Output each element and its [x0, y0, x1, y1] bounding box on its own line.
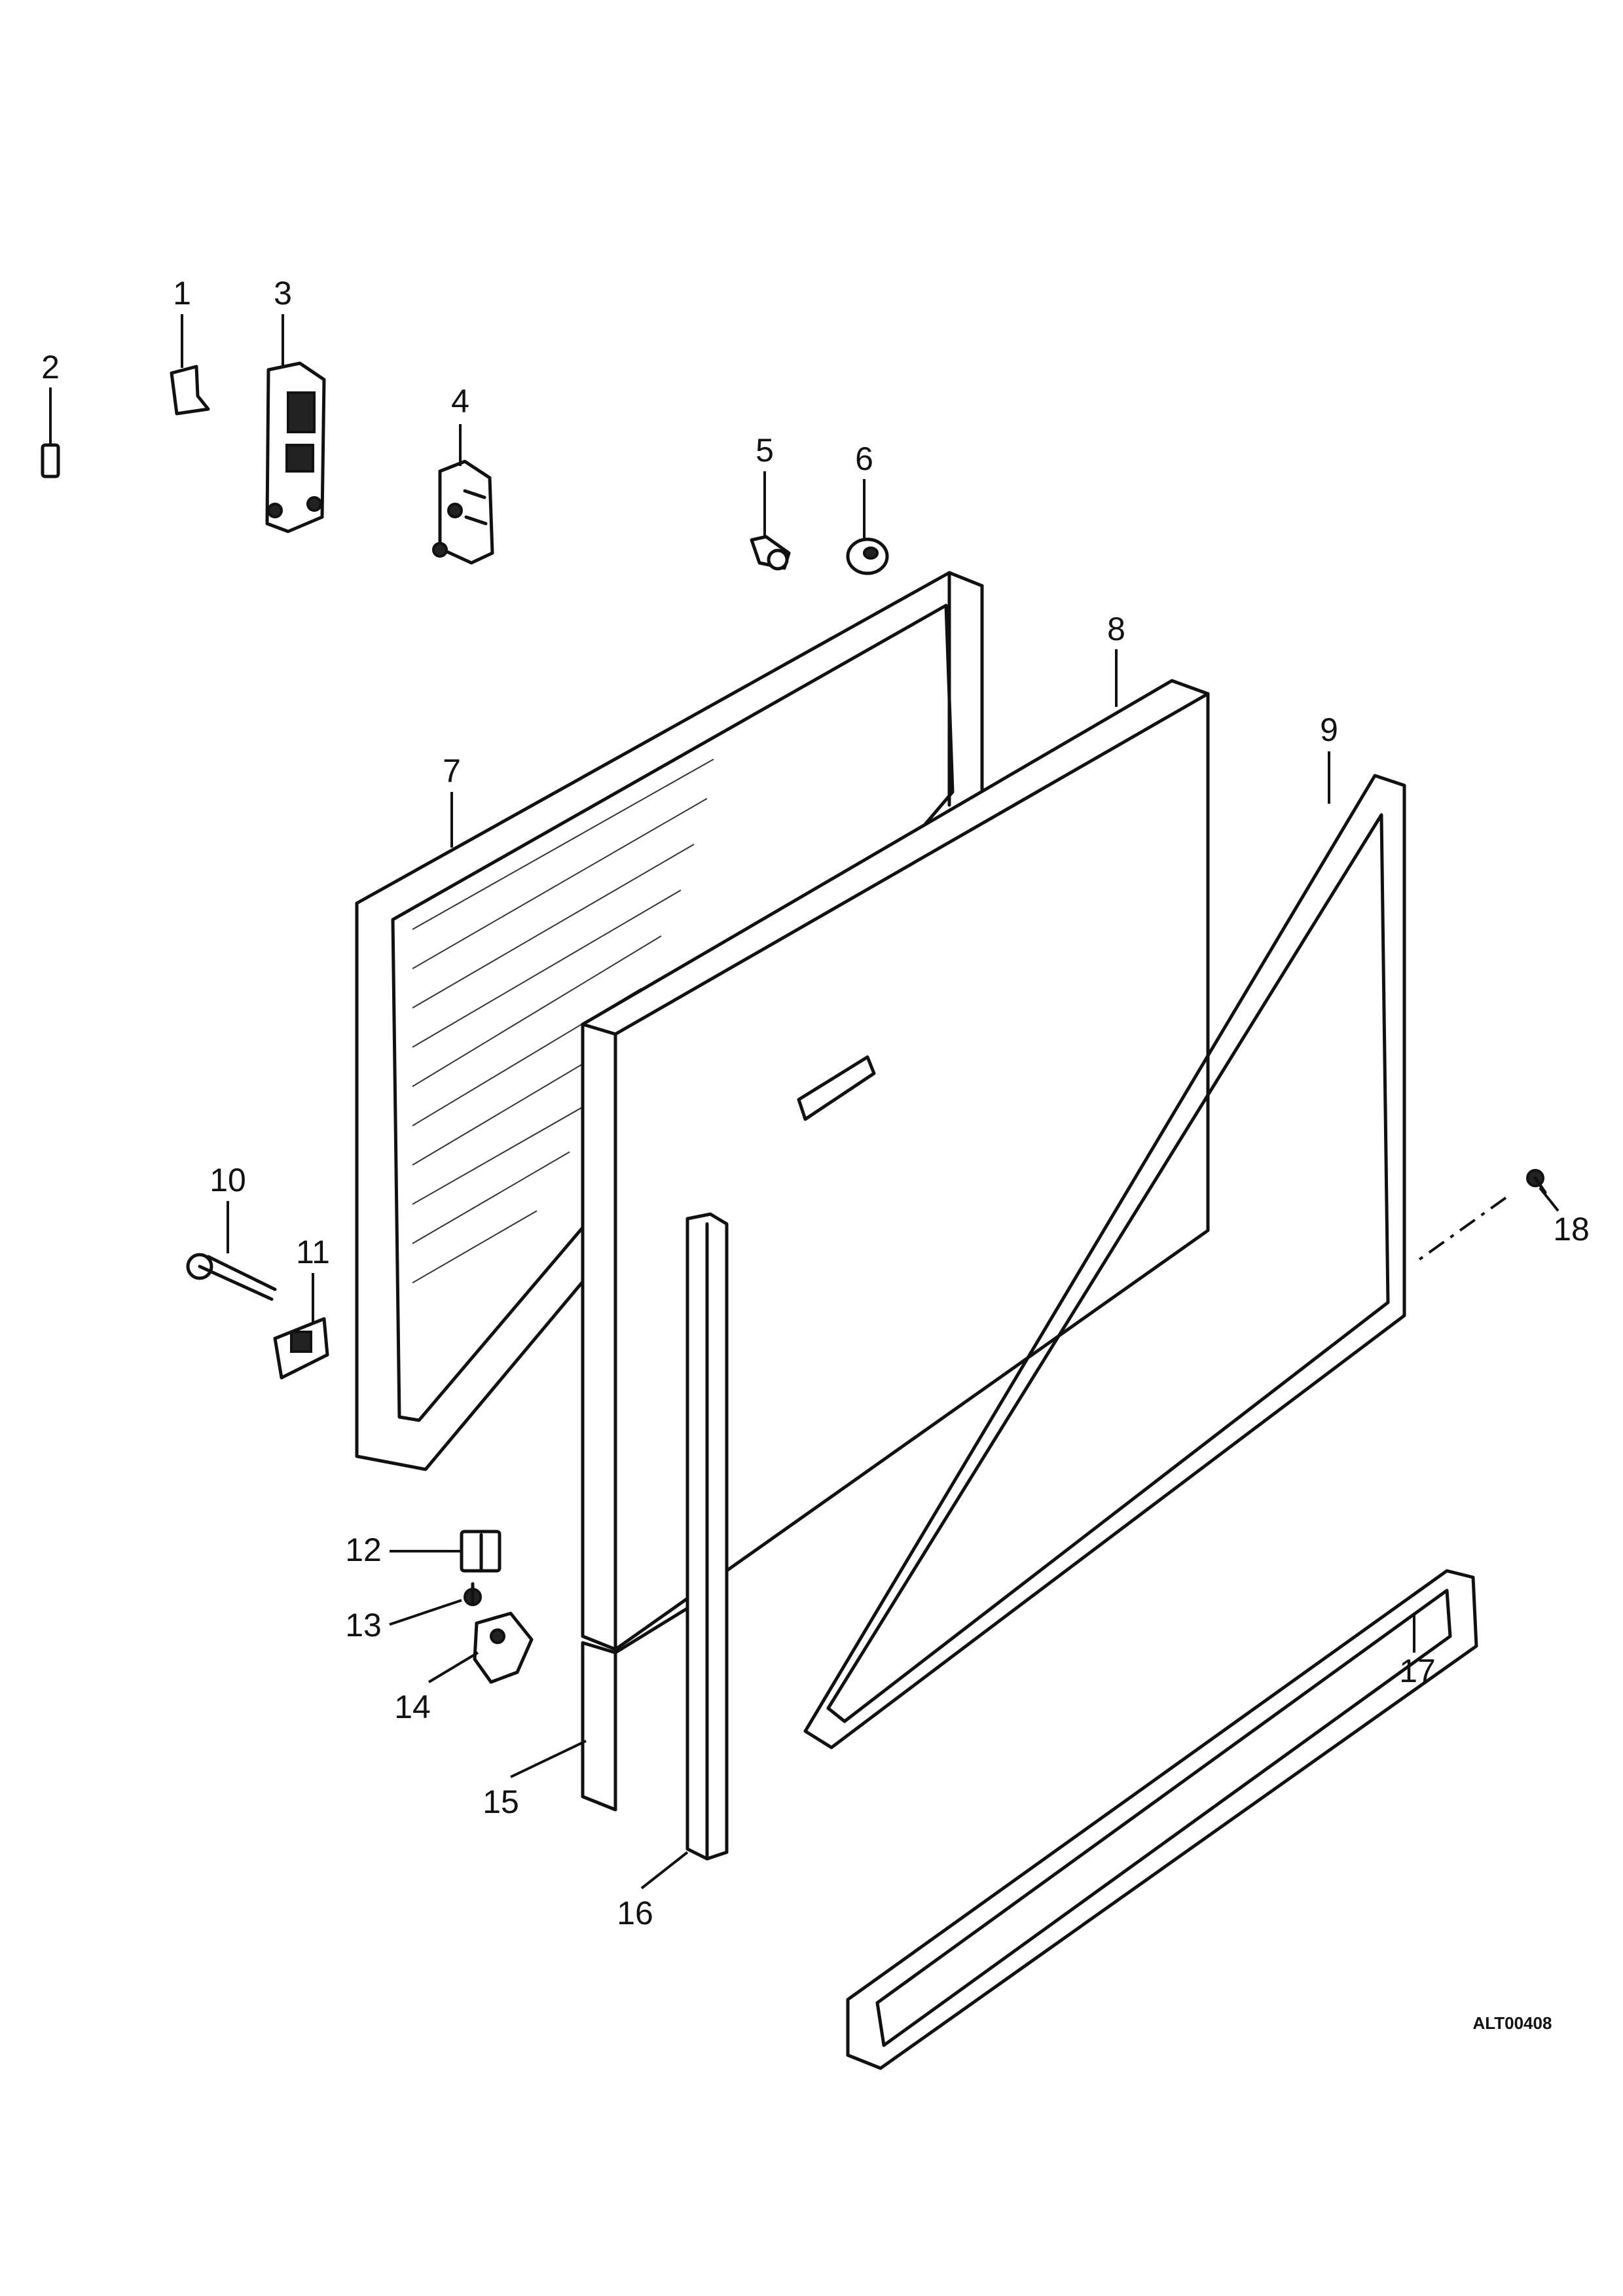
part-8-outer-door-panel	[581, 679, 1210, 1651]
callout-16: 16	[617, 1895, 653, 1931]
callout-4: 4	[451, 383, 469, 420]
part-1-bracket	[170, 365, 210, 416]
leader-lines	[49, 314, 1559, 1890]
callout-15: 15	[483, 1784, 519, 1820]
callout-3: 3	[274, 275, 292, 312]
part-17-kick-panel-frame	[846, 1569, 1478, 2070]
callout-11: 11	[296, 1234, 330, 1270]
callout-6: 6	[855, 440, 873, 477]
part-18-screw	[1413, 1169, 1547, 1265]
callout-1: 1	[173, 275, 191, 312]
callout-7: 7	[443, 753, 461, 789]
callout-12: 12	[345, 1532, 382, 1568]
part-14-door-stop	[473, 1611, 534, 1684]
part-6-cap	[846, 537, 889, 575]
part-9-door-frame	[797, 774, 1406, 1749]
callout-2: 2	[41, 349, 60, 386]
callout-10: 10	[210, 1162, 246, 1198]
part-16-vertical-trim	[685, 1212, 729, 1861]
part-3-latch-assembly	[265, 361, 326, 533]
callout-9: 9	[1320, 711, 1338, 748]
part-11-hinge-plate	[273, 1317, 329, 1380]
callout-13: 13	[345, 1607, 382, 1643]
callout-17: 17	[1399, 1653, 1436, 1689]
callout-14: 14	[394, 1689, 431, 1725]
callout-5: 5	[756, 432, 774, 469]
part-4-door-switch	[432, 459, 494, 565]
part-10-hinge-pin	[186, 1253, 277, 1301]
part-2-small-clip	[41, 443, 60, 478]
part-12-bracket	[460, 1530, 501, 1573]
callout-18: 18	[1553, 1211, 1590, 1247]
part-13-screw	[464, 1582, 482, 1606]
drawing-code: ALT00408	[1473, 2013, 1552, 2033]
part-5-plug	[750, 535, 791, 571]
callout-8: 8	[1107, 611, 1125, 647]
